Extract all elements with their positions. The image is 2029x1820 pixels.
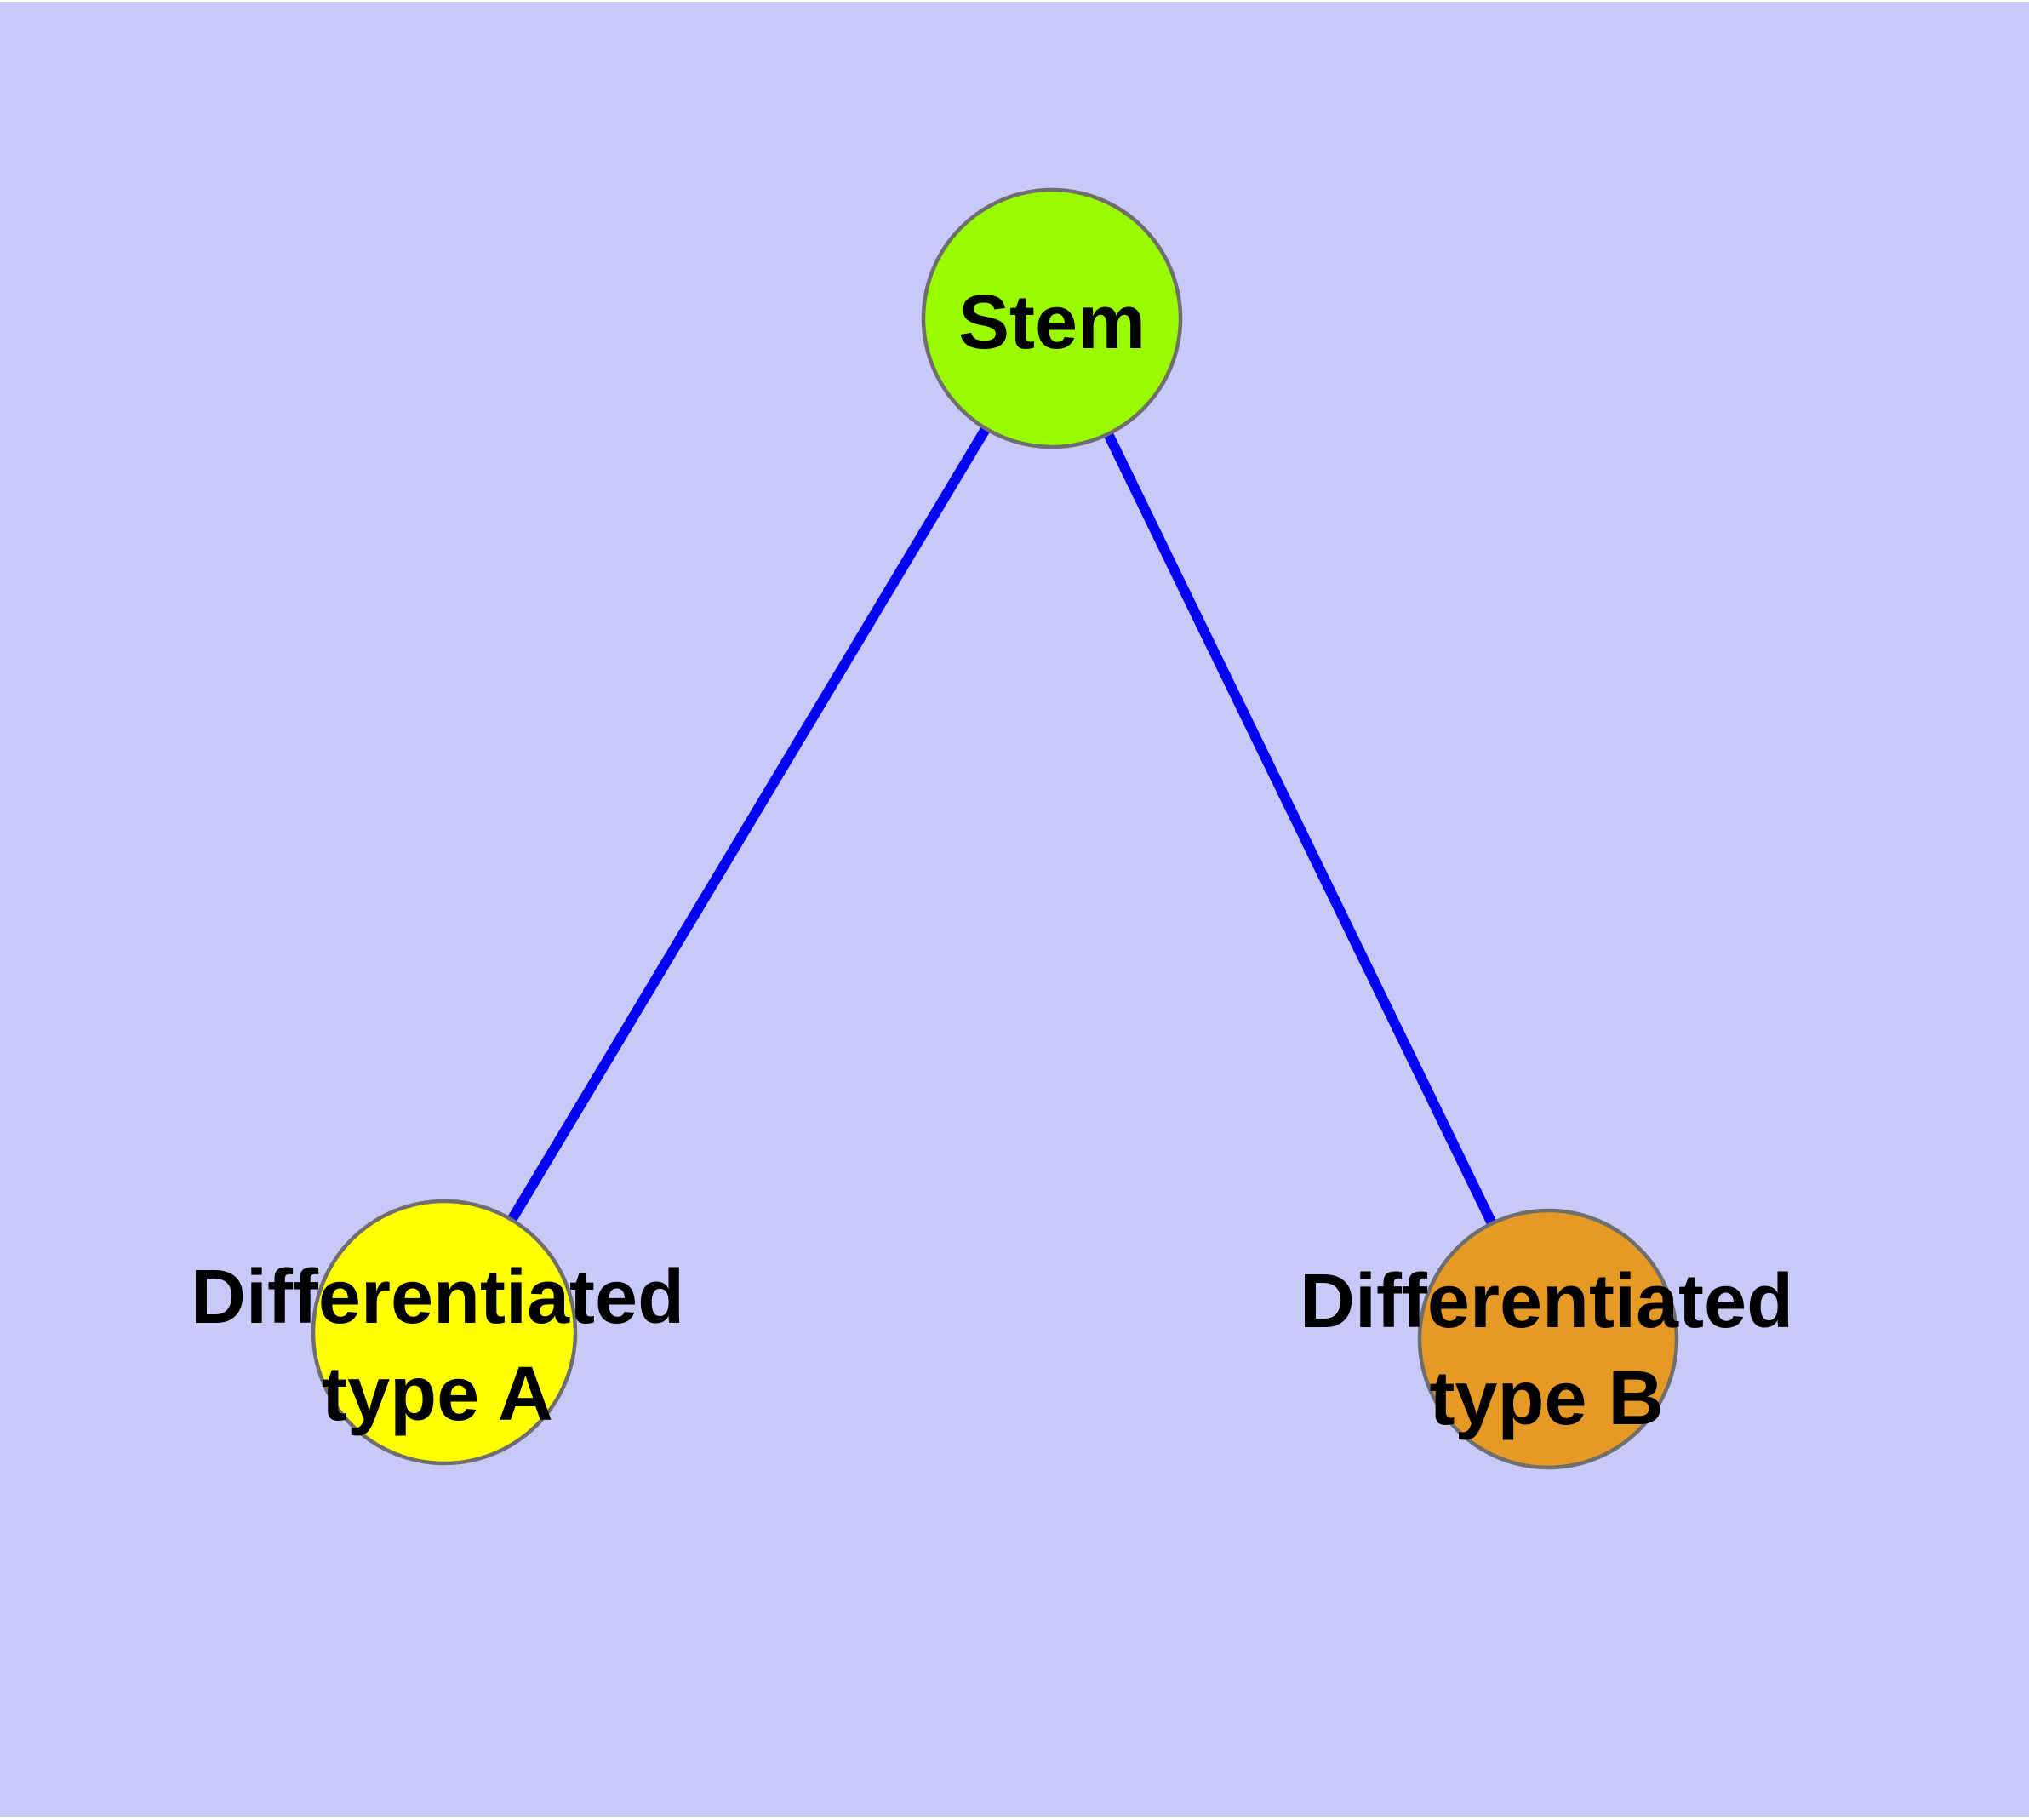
node-label-stem: Stem <box>958 274 1146 371</box>
node-differentiated-type-b <box>1417 1208 1679 1470</box>
node-stem <box>921 187 1183 449</box>
node-label-type-a-line1: Differentiated <box>190 1255 685 1340</box>
node-differentiated-type-a <box>311 1199 578 1466</box>
node-label-type-b-line2: type B <box>1429 1356 1664 1441</box>
node-label-stem-text: Stem <box>957 280 1146 365</box>
node-label-type-b-line1: Differentiated <box>1299 1259 1794 1344</box>
node-label-differentiated-type-b: Differentiated type B <box>1300 1253 1793 1447</box>
edge-stem-to-type-a <box>439 315 1057 1336</box>
edge-stem-to-type-b <box>1047 316 1553 1342</box>
node-label-type-a-line2: type A <box>322 1352 553 1437</box>
node-label-differentiated-type-a: Differentiated type A <box>191 1249 684 1443</box>
